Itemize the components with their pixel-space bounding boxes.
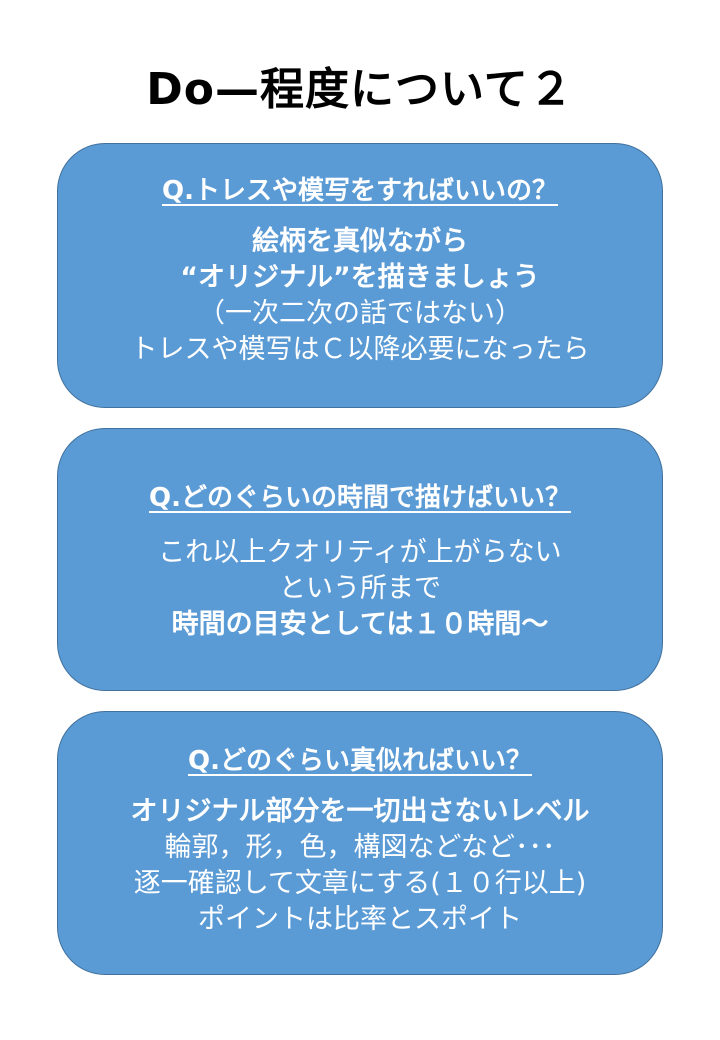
card-question: Q.トレスや模写をすればいいの？ xyxy=(162,176,558,206)
card-answer: オリジナル部分を一切出さないレベル 輪郭，形，色，構図などなど･･･ 逐一確認し… xyxy=(68,794,652,938)
answer-line: ポイントは比率とスポイト xyxy=(198,904,522,935)
answer-line: オリジナル部分を一切出さないレベル xyxy=(130,796,590,827)
answer-line: 逐一確認して文章にする(１０行以上) xyxy=(133,868,587,899)
answer-line: “オリジナル”を描きましょう xyxy=(180,262,540,293)
qa-card-time: Q.どのぐらいの時間で描けばいい？ これ以上クオリティが上がらない という所まで… xyxy=(57,428,663,691)
answer-line: これ以上クオリティが上がらない xyxy=(158,537,562,568)
answer-line: トレスや模写はＣ以降必要になったら xyxy=(130,334,590,365)
answer-line: 時間の目安としては１０時間～ xyxy=(171,609,549,640)
answer-line: 絵柄を真似ながら xyxy=(252,226,468,257)
card-answer: 絵柄を真似ながら “オリジナル”を描きましょう （一次二次の話ではない） トレス… xyxy=(68,224,652,368)
card-question: Q.どのぐらいの時間で描けばいい？ xyxy=(149,483,571,513)
answer-line: 輪郭，形，色，構図などなど･･･ xyxy=(164,832,556,863)
card-question: Q.どのぐらい真似ればいい？ xyxy=(188,746,532,776)
page-title: Do—程度について２ xyxy=(146,64,574,115)
qa-card-imitation: Q.どのぐらい真似ればいい？ オリジナル部分を一切出さないレベル 輪郭，形，色，… xyxy=(57,711,663,975)
card-answer: これ以上クオリティが上がらない という所まで 時間の目安としては１０時間～ xyxy=(68,535,652,643)
qa-card-tracing: Q.トレスや模写をすればいいの？ 絵柄を真似ながら “オリジナル”を描きましょう… xyxy=(57,143,663,408)
answer-line: （一次二次の話ではない） xyxy=(198,298,522,329)
answer-line: という所まで xyxy=(279,573,441,604)
